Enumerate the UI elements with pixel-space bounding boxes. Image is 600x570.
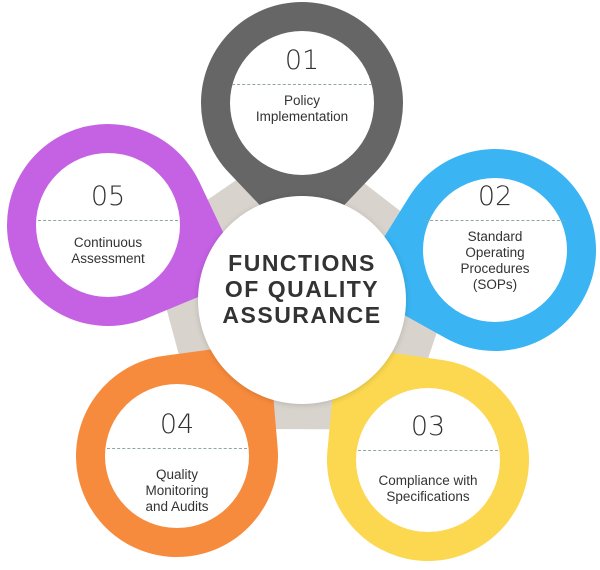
pin-inner-circle [36,153,180,297]
divider [425,220,565,221]
item-number: 05 [90,181,126,212]
center-title: FUNCTIONS OF QUALITY ASSURANCE [198,250,406,328]
item-number: 02 [477,181,513,212]
item-number: 01 [284,45,320,76]
divider [358,450,498,451]
item-label: Quality Monitoring and Audits [145,467,209,514]
item-03: 03 Compliance with Specifications [358,410,498,505]
item-label: Compliance with Specifications [378,473,478,504]
divider [107,448,247,449]
item-label: Continuous Assessment [71,235,145,266]
center-circle [198,196,406,404]
title-line: ASSURANCE [222,302,382,328]
pin-inner-circle [423,178,567,322]
item-label: Standard Operating Procedures (SOPs) [460,229,530,292]
pin-inner-circle [105,384,249,528]
item-01: 01 Policy Implementation [232,44,372,125]
item-05: 05 Continuous Assessment [38,180,178,267]
item-label: Policy Implementation [255,93,349,124]
title-line: OF QUALITY [224,276,380,302]
item-04: 04 Quality Monitoring and Audits [107,408,247,515]
pin-inner-circle [356,388,500,532]
divider [38,220,178,221]
pin-inner-circle [230,31,374,175]
title-line: FUNCTIONS [228,250,376,276]
item-number: 03 [410,411,446,442]
divider [232,84,372,85]
item-number: 04 [159,409,195,440]
item-02: 02 Standard Operating Procedures (SOPs) [425,180,565,293]
